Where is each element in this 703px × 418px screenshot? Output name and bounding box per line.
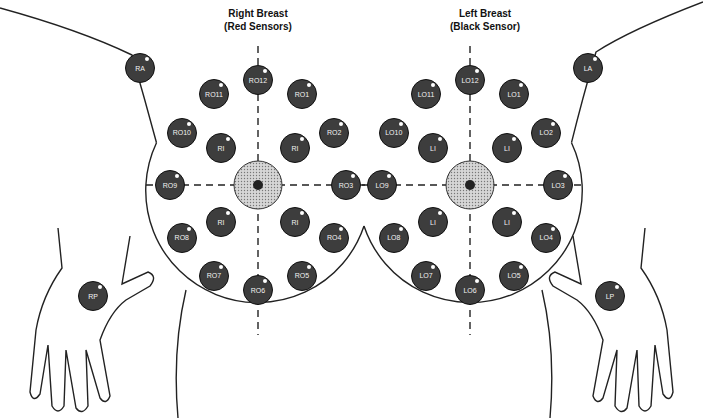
sensor-label: LO6 (463, 287, 476, 294)
sensor-label: LO3 (551, 182, 564, 189)
sensor-electrode: LI (418, 207, 448, 237)
sensor-label: RI (218, 145, 225, 152)
sensor-electrode: RI (280, 207, 310, 237)
sensor-electrode: RI (206, 207, 236, 237)
sensor-label: RO10 (173, 129, 191, 136)
sensor-label: LO7 (419, 272, 432, 279)
sensor-electrode: RO3 (331, 170, 361, 200)
sensor-electrode: RO2 (319, 118, 349, 148)
sensor-electrode: LA (573, 53, 603, 83)
sensor-electrode: LO1 (499, 79, 529, 109)
sensor-label: LO1 (507, 91, 520, 98)
sensor-electrode: LO2 (531, 118, 561, 148)
sensor-label: RO6 (251, 287, 265, 294)
sensor-label: LO8 (387, 234, 400, 241)
sensor-label: LO11 (418, 91, 435, 98)
sensor-electrode: RO6 (243, 275, 273, 305)
sensor-electrode: RO12 (243, 65, 273, 95)
sensor-electrode: LO7 (411, 261, 441, 291)
sensor-label: LO10 (385, 129, 402, 136)
region-heading: Left Breast (457, 8, 513, 19)
sensor-label: RA (135, 65, 145, 72)
sensor-label: RO2 (327, 129, 341, 136)
region-heading: (Red Sensors) (222, 21, 294, 32)
sensor-label: RO12 (249, 77, 267, 84)
sensor-label: LO9 (375, 182, 388, 189)
sensor-label: RI (218, 219, 225, 226)
sensor-electrode: RA (125, 53, 155, 83)
sensor-label: LA (584, 65, 593, 72)
sensor-label: LO4 (540, 234, 553, 241)
sensor-electrode: RO8 (167, 223, 197, 253)
sensor-electrode: LO11 (411, 79, 441, 109)
sensor-label: RO9 (163, 182, 177, 189)
sensor-electrode: LO9 (367, 170, 397, 200)
sensor-label: LI (504, 219, 510, 226)
sensor-label: RI (292, 145, 299, 152)
sensor-electrode: RO11 (199, 79, 229, 109)
sensor-label: LO5 (507, 272, 520, 279)
sensor-electrode: RO4 (319, 223, 349, 253)
region-heading: (Black Sensor) (448, 21, 522, 32)
sensor-electrode: RI (280, 133, 310, 163)
sensor-label: LI (504, 145, 510, 152)
sensor-electrode: LO10 (379, 118, 409, 148)
sensor-label: LP (606, 293, 615, 300)
sensor-label: RO8 (175, 234, 189, 241)
sensor-electrode: RO10 (167, 118, 197, 148)
sensor-label: RO1 (295, 91, 309, 98)
sensor-electrode: RO7 (199, 261, 229, 291)
sensor-electrode: LP (595, 281, 625, 311)
sensor-electrode: LI (492, 207, 522, 237)
sensor-electrode: LI (418, 133, 448, 163)
sensor-label: LI (430, 219, 436, 226)
sensor-electrode: RO5 (287, 261, 317, 291)
sensor-label: LI (430, 145, 436, 152)
sensor-label: RI (292, 219, 299, 226)
sensor-electrode: LO3 (543, 170, 573, 200)
sensor-electrode: LO5 (499, 261, 529, 291)
sensor-label: RO4 (327, 234, 341, 241)
sensor-electrode: LI (492, 133, 522, 163)
sensor-electrode: LO8 (379, 223, 409, 253)
sensor-electrode: LO12 (455, 65, 485, 95)
sensor-electrode: LO6 (455, 275, 485, 305)
sensor-electrode: RP (78, 281, 108, 311)
sensor-electrode: RO1 (287, 79, 317, 109)
sensor-electrode: RI (206, 133, 236, 163)
sensor-label: RO11 (205, 91, 223, 98)
sensor-label: LO2 (540, 129, 553, 136)
sensor-label: RO7 (207, 272, 221, 279)
sensor-label: RO5 (295, 272, 309, 279)
sensor-label: RP (88, 293, 98, 300)
sensor-electrode: LO4 (531, 223, 561, 253)
sensor-electrode: RO9 (155, 170, 185, 200)
region-heading: Right Breast (226, 8, 289, 19)
sensor-label: RO3 (339, 182, 353, 189)
sensor-label: LO12 (461, 77, 478, 84)
